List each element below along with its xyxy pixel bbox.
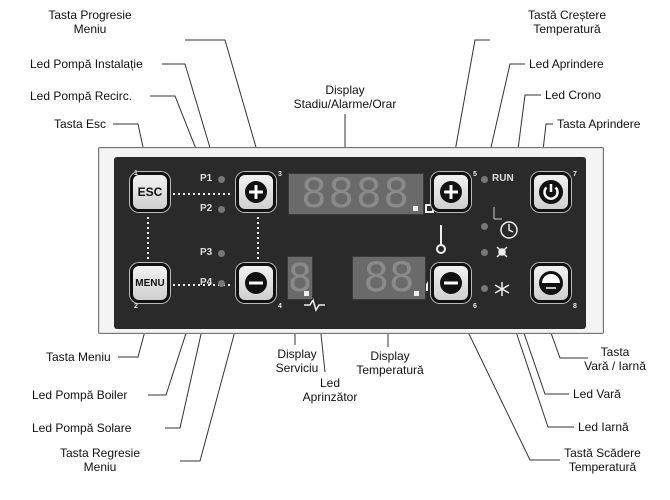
esc-button-label: ESC [137,185,163,199]
button-number-1: 1 [134,170,138,177]
temp-down-button[interactable] [431,263,471,303]
line-led-iarna [505,301,574,428]
button-number-5: 5 [473,171,477,178]
button-number-6: 6 [473,303,477,310]
power-button[interactable] [531,172,571,212]
label-tasta-esc: Tasta Esc [54,117,107,131]
sun-icon [496,246,508,258]
thermometer-icon [436,225,446,254]
p3-label: P3 [200,247,213,258]
line-led-pompa-solare [165,302,209,429]
label-led-pompa-boiler: Led Pompă Boiler [32,388,128,402]
line-tasta-crestere [451,39,490,169]
label-led-iarna: Led Iarnă [578,420,629,434]
menu-down-button[interactable] [236,263,276,303]
label-tasta-aprindere: Tasta Aprindere [557,117,641,131]
clock-icon [500,221,518,239]
igniter-icon [304,298,325,312]
display-temperature: 88 [352,255,426,301]
led-pump-boiler [218,250,225,257]
snowflake-icon [494,282,510,296]
menu-button-label: MENU [135,277,165,289]
line-tasta-scadere [454,304,560,461]
run-label: RUN [492,173,514,184]
p4-label: P4 [200,277,213,288]
led-pump-recirculation [218,206,225,213]
panel-guides [147,193,518,312]
display-status-alarms-clock: 8888 [288,171,424,217]
button-number-4: 4 [278,303,282,310]
led-winter [481,285,488,292]
power-icon [539,180,563,204]
temp-up-button[interactable] [431,172,471,212]
crono-mode-marker-icon [493,207,502,220]
led-ignition [481,176,488,183]
summer-winter-icon [539,271,563,295]
plus-circle-icon [440,181,462,203]
control-panel: ESC 1 MENU 2 3 4 5 6 7 8 P1 P2 P3 P4 RUN… [114,157,586,329]
label-display-serviciu: Display Serviciu [275,347,319,375]
display-service-dot [304,291,309,296]
label-tasta-scadere: Tastă Scădere Temperatură [564,446,641,474]
led-crono [481,223,488,230]
display-service: 8 [287,256,313,300]
label-tasta-regresie: Tasta Regresie Meniu [59,446,141,474]
display-main-dot [413,206,418,211]
menu-up-button[interactable] [236,172,276,212]
label-led-pompa-instalatie: Led Pompă Instalație [30,57,143,71]
menu-button[interactable]: MENU [130,263,170,303]
label-led-pompa-recirc: Led Pompă Recirc. [30,89,133,103]
label-led-pompa-solare: Led Pompă Solare [32,421,132,435]
label-led-vara: Led Vară [573,387,621,401]
line-led-aprindere [483,63,525,179]
button-number-3: 3 [278,171,282,178]
summer-winter-button[interactable] [531,263,571,303]
line-tasta-regresie [180,304,243,462]
led-pump-solar [218,280,225,287]
esc-button[interactable]: ESC [130,172,170,212]
led-pump-installation [218,176,225,183]
line-tasta-progresie [185,39,263,169]
label-led-aprindere: Led Aprindere [529,57,604,71]
display-temp-dot [414,291,419,296]
plus-circle-icon [245,181,267,203]
p2-label: P2 [200,203,213,214]
label-tasta-meniu: Tasta Meniu [46,350,111,364]
button-number-2: 2 [134,303,138,310]
minus-circle-icon [440,272,462,294]
label-tasta-progresie: Tasta Progresie Meniu [48,8,132,36]
button-number-7: 7 [573,171,577,178]
label-tasta-crestere: Tastă Creștere Temperatură [527,8,607,36]
p1-label: P1 [200,173,213,184]
label-led-aprinzator: Led Aprinzător [302,376,358,404]
led-summer [481,249,488,256]
line-led-pompa-instalatie [162,63,220,179]
label-led-crono: Led Crono [545,88,602,102]
label-display-temperatura: Display Temperatură [356,349,424,377]
label-tasta-vara-iarna: Tasta Vară / Iarnă [584,345,646,373]
button-number-8: 8 [573,303,577,310]
label-display-stadiu: Display Stadiu/Alarme/Orar [293,83,397,111]
minus-circle-icon [245,272,267,294]
